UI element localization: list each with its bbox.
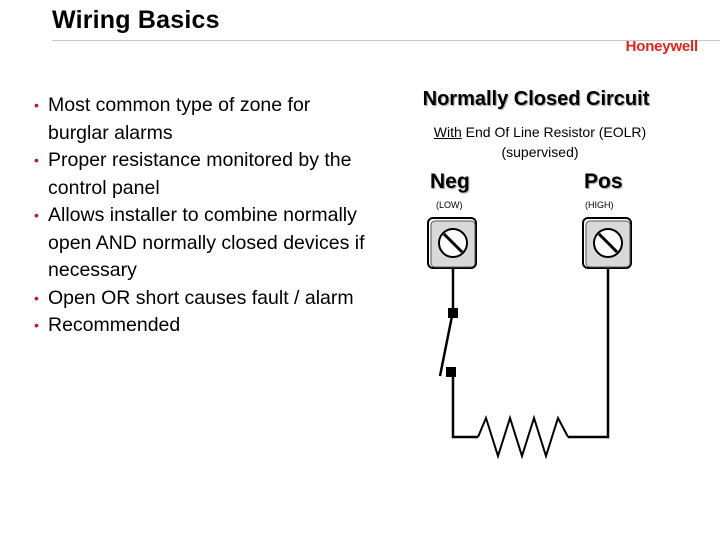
bullet-text: Allows installer to combine normally ope… xyxy=(48,204,365,281)
bullet-item: • Most common type of zone for burglar al… xyxy=(34,92,374,147)
neg-terminal-sublabel: (LOW) xyxy=(436,200,463,210)
bullet-dot-icon: • xyxy=(34,207,39,223)
bullet-dot-icon: • xyxy=(34,289,39,306)
bullet-item: • Open OR short causes fault / alarm xyxy=(34,285,374,313)
bullet-item: • Proper resistance monitored by the cont… xyxy=(34,147,374,202)
resistor-icon xyxy=(477,414,569,460)
diagram-title: Normally Closed Circuit xyxy=(422,88,650,110)
pos-screw-terminal-icon xyxy=(582,217,632,269)
pos-terminal-label: Pos xyxy=(584,170,623,193)
circuit-wire xyxy=(451,268,610,439)
switch-icon xyxy=(438,308,458,377)
slide-title: Wiring Basics xyxy=(52,6,220,34)
bullet-text: Most common type of zone for burglar ala… xyxy=(48,94,311,144)
honeywell-logo: Honeywell xyxy=(625,38,699,55)
bullet-text: Open OR short causes fault / alarm xyxy=(48,286,354,309)
eol-caption: With End Of Line Resistor (EOLR) xyxy=(390,124,690,140)
neg-screw-terminal-icon xyxy=(427,217,477,269)
supervised-label: (supervised) xyxy=(501,144,579,160)
eol-with-label: With xyxy=(433,124,462,140)
bullet-dot-icon: • xyxy=(34,152,39,168)
neg-terminal-label: Neg xyxy=(430,170,470,193)
bullet-text: Recommended xyxy=(48,314,181,336)
bullet-item: • Allows installer to combine normally op… xyxy=(34,202,374,285)
bullet-item: • Recommended xyxy=(34,312,374,340)
bullet-text: Proper resistance monitored by the contr… xyxy=(48,149,352,199)
pos-terminal-sublabel: (HIGH) xyxy=(585,200,614,210)
bullet-list: • Most common type of zone for burglar al… xyxy=(34,92,374,340)
title-divider xyxy=(52,40,720,41)
bullet-dot-icon: • xyxy=(34,317,39,333)
eol-resistor-label: End Of Line Resistor (EOLR) xyxy=(461,124,647,140)
bullet-dot-icon: • xyxy=(34,97,39,113)
